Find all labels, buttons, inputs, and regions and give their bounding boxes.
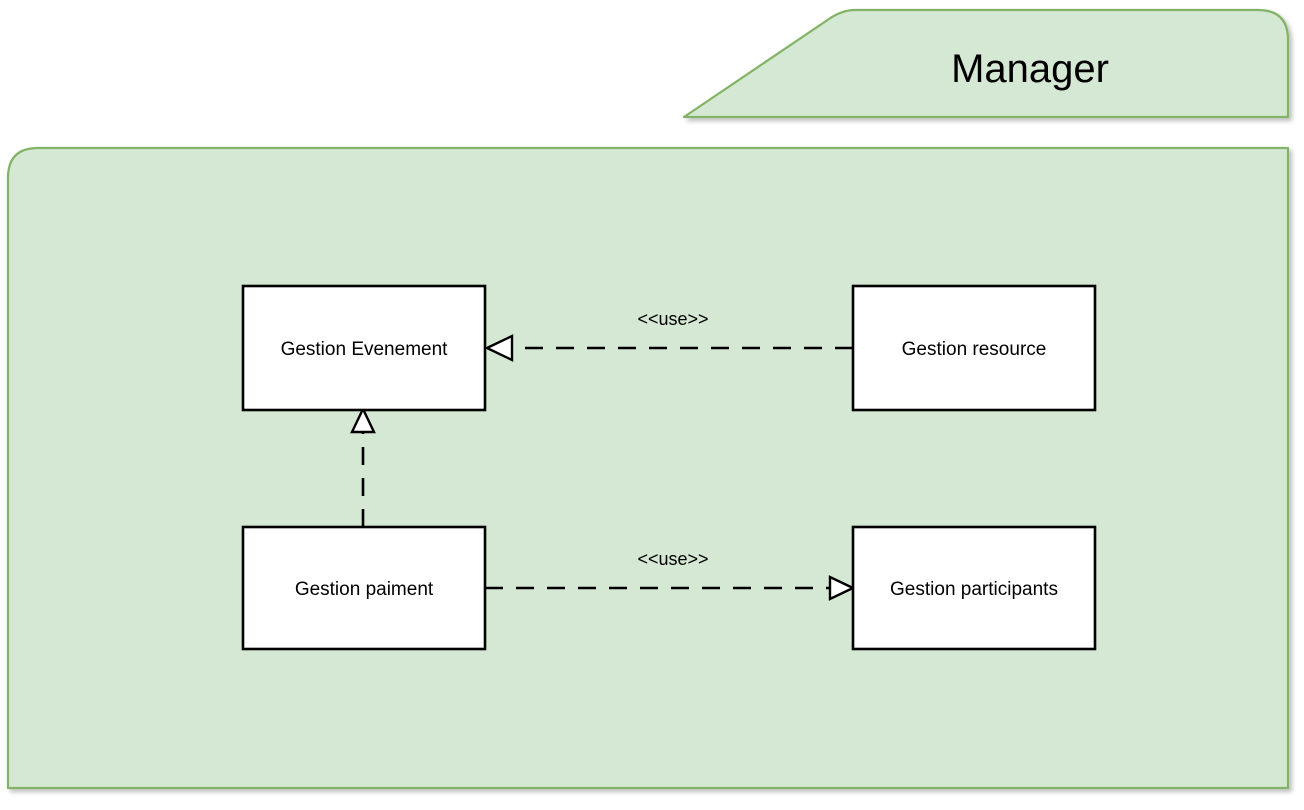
node-box	[851, 284, 1097, 412]
edge-arrowhead-open-triangle	[828, 575, 856, 601]
edge-resource-uses-evenement[interactable]: <<use>>	[484, 309, 853, 362]
edge-arrowhead-open-triangle	[484, 334, 514, 362]
edge-arrowhead-open-triangle	[350, 406, 376, 434]
package-body[interactable]	[6, 146, 1290, 790]
package-tab-shape	[682, 8, 1290, 119]
edge-label-use: <<use>>	[637, 549, 708, 569]
edge-paiment-uses-participants[interactable]: <<use>>	[485, 549, 856, 601]
node-box	[241, 525, 487, 651]
node-label: Gestion paiment	[295, 579, 434, 600]
edge-paiment-realizes-evenement[interactable]	[350, 406, 376, 527]
node-gestion-resource[interactable]: Gestion resource	[851, 284, 1097, 412]
node-label: Gestion resource	[902, 339, 1047, 360]
edge-label-use: <<use>>	[637, 309, 708, 329]
package-title: Manager	[951, 47, 1109, 91]
node-gestion-paiment[interactable]: Gestion paiment	[241, 525, 487, 651]
package-body-shape	[6, 146, 1290, 790]
package-tab[interactable]: Manager	[682, 8, 1290, 119]
node-label: Gestion Evenement	[281, 339, 449, 360]
node-box	[851, 525, 1097, 651]
node-gestion-participants[interactable]: Gestion participants	[851, 525, 1097, 651]
node-label: Gestion participants	[890, 579, 1058, 600]
node-gestion-evenement[interactable]: Gestion Evenement	[241, 284, 487, 412]
node-box	[241, 284, 487, 412]
